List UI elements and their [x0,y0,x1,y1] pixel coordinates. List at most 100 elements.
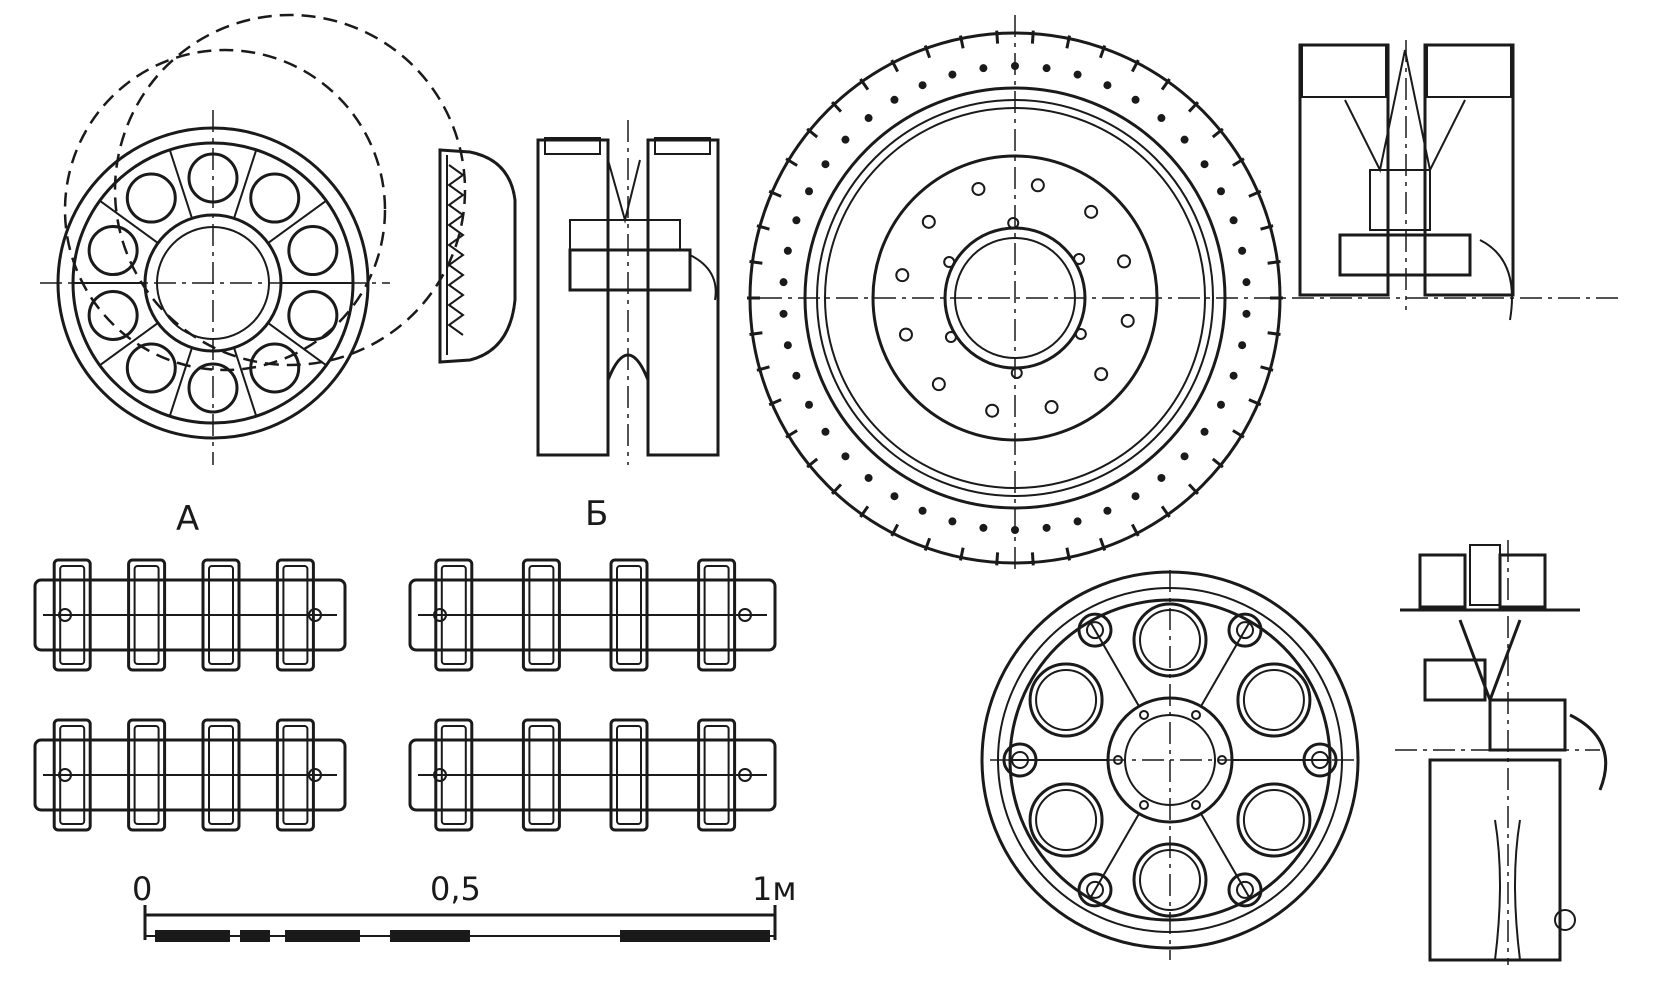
rivet [783,341,792,350]
rivet [841,452,850,461]
sprocket-tooth [1030,552,1035,566]
rivet [1200,160,1209,169]
hub-bolt [1030,178,1045,193]
spoke [267,322,327,367]
sprocket-tooth [1130,523,1140,537]
sprocket-tooth [1248,398,1262,407]
rivet [1042,523,1051,532]
sprocket-tooth [1160,78,1171,91]
rivet [948,517,957,526]
sprocket-tooth [749,331,763,336]
sprocket-tooth [1211,457,1224,469]
rivet [890,492,899,501]
rivet [1042,64,1051,73]
hub-bolt [895,268,910,283]
rivet [1103,81,1112,90]
hub-bolt [898,327,913,342]
hub-bolt [944,331,957,344]
rivet [979,523,988,532]
rivet [864,114,873,123]
sprocket-tooth [1187,101,1200,113]
sprocket-tooth [1267,260,1281,265]
spoke [233,149,258,219]
hub-bolt [1191,709,1201,720]
rivet [1238,341,1247,350]
hub-bolts [895,178,1135,418]
sprocket-tooth [923,537,932,552]
idler-bolt-head [1086,880,1104,899]
hub-bolt [1074,327,1087,340]
idler-hole [1028,782,1104,858]
idler-bolt-head [1236,621,1254,640]
track-link-b-bottom [408,718,777,832]
sprocket-tooth [830,483,843,495]
idler-bolt [1227,612,1263,648]
hub-bolt [971,181,986,196]
spoke [99,199,159,244]
rivet [890,95,899,104]
idler-wheel-side-section [1395,540,1608,965]
track-link-a-top [33,558,347,672]
sprocket-tooth [1260,365,1274,372]
sprocket-tooth [785,157,798,167]
rivet [1238,246,1247,255]
sprocket-tooth [995,30,1000,44]
rivet [1157,114,1166,123]
rivet [1229,371,1238,380]
rivet [918,506,927,515]
sprocket-tooth [785,429,798,439]
drive-sprocket-side-section [1298,40,1515,321]
sprocket-tooth [768,189,782,198]
sprocket-tooth [1098,44,1107,59]
hub-bolt [1139,800,1149,811]
spoke [99,322,159,367]
idler-hole [1236,782,1312,858]
idler-bolt [1077,872,1113,908]
scale-bar: 0 0,5 1м [132,870,797,942]
sprocket-tooth [756,365,770,372]
sprocket-tooth [1211,127,1224,139]
lightening-hole [125,172,177,224]
sprocket-tooth [923,44,932,59]
sprocket-tooth [756,224,770,231]
idler-spoke [1200,813,1251,900]
rivet [805,400,814,409]
lightening-hole [87,225,139,277]
rivet [841,135,850,144]
idler-bolt [1077,612,1113,648]
idler-hole-rim [1035,669,1098,731]
hub-bolt [1139,709,1149,720]
rivet [1157,473,1166,482]
rivet [1073,70,1082,79]
idler-hole-rim [1242,789,1305,851]
idler-hole [1236,662,1312,738]
sprocket-tooth [1098,537,1107,552]
sprocket-tooth [1248,189,1262,198]
hub-bolt [921,214,936,229]
lightening-hole [249,172,301,224]
sprocket-rivets [779,62,1251,534]
sprocket-tooth [890,523,900,537]
hub-bolt [1084,204,1099,219]
scale-mid-label: 0,5 [430,870,481,908]
spoke [233,347,258,417]
lightening-hole [287,289,339,341]
rivet [792,216,801,225]
rivet [1073,517,1082,526]
idler-spoke [1089,813,1140,900]
rivet [1103,506,1112,515]
idler-hole [1028,662,1104,738]
spoke [267,199,327,244]
sprocket-tooth [1232,429,1245,439]
rivet [1200,427,1209,436]
sprocket-tooth [959,547,965,561]
hub-bolt [1044,400,1059,415]
rivet [779,278,788,287]
track-link-a-bottom [33,718,347,832]
rivet [1242,309,1251,318]
view-b-label: Б [585,494,608,534]
hub-bolt [1094,367,1109,382]
sprocket-tooth [1065,35,1071,49]
hub-bolt [943,256,956,269]
sprocket-tooth [1030,30,1035,44]
